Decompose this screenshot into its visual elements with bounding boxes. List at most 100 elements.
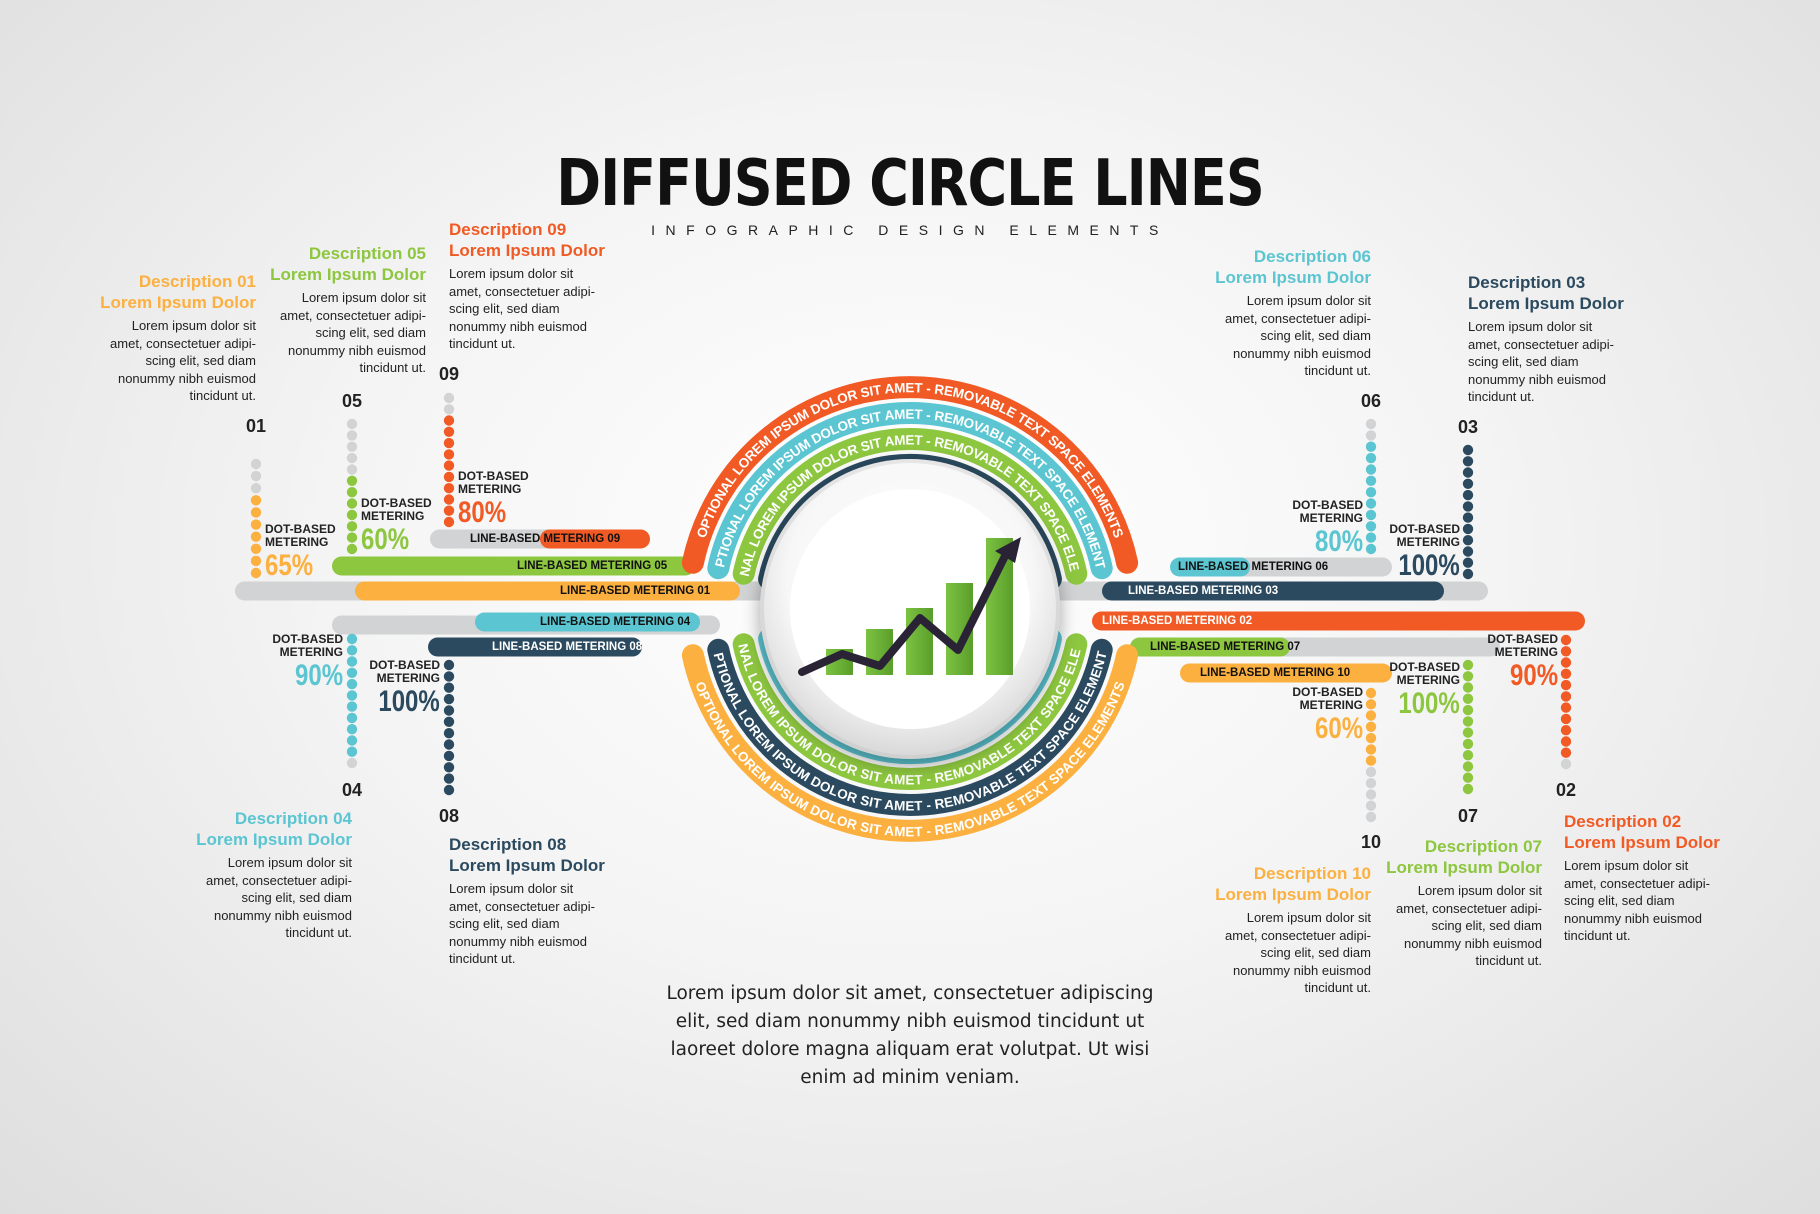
dot-10 <box>1365 766 1377 778</box>
dot-08 <box>443 682 455 693</box>
dot-07 <box>1462 716 1474 727</box>
dot-06 <box>1365 498 1377 509</box>
dot-02 <box>1560 657 1572 668</box>
dot-08 <box>443 773 455 784</box>
dot-03 <box>1462 478 1474 489</box>
dot-04 <box>346 690 358 701</box>
description-body: Lorem ipsum dolor sit amet, consectetuer… <box>280 290 426 375</box>
dot-10 <box>1365 732 1377 744</box>
dot-03 <box>1462 512 1474 523</box>
dot-03 <box>1462 546 1474 557</box>
description-subheading: Lorem Ipsum Dolor <box>270 265 426 284</box>
number-04: 04 <box>341 780 363 800</box>
dot-01 <box>250 458 262 470</box>
dot-07 <box>1462 772 1474 783</box>
line-metering-label-10: LINE-BASED METERING 10 <box>1200 667 1351 679</box>
dot-01 <box>250 495 262 506</box>
dot-05 <box>346 475 358 486</box>
line-metering-label-09: LINE-BASED METERING 09 <box>470 533 621 545</box>
dot-metering-label-05: DOT-BASED METERING <box>361 496 432 523</box>
description-heading: Description 10 <box>1253 864 1371 883</box>
arc-07 <box>732 633 1088 790</box>
dot-04 <box>346 678 358 690</box>
description-body: Lorem ipsum dolor sit amet, consectetuer… <box>1225 910 1371 995</box>
dot-01 <box>250 543 262 554</box>
line-meter-02 <box>1092 611 1585 631</box>
dot-02 <box>1560 725 1572 736</box>
description-subheading: Lorem Ipsum Dolor <box>1468 294 1624 313</box>
dot-01 <box>250 507 262 518</box>
dot-09 <box>443 516 455 528</box>
dot-metering-label-01: DOT-BASED METERING <box>265 522 336 549</box>
dot-06 <box>1365 509 1377 521</box>
dot-10 <box>1365 811 1377 823</box>
dot-08 <box>443 705 455 716</box>
dot-04 <box>346 656 358 667</box>
dot-10 <box>1365 710 1377 721</box>
dot-06 <box>1365 452 1377 464</box>
line-metering-label-05: LINE-BASED METERING 05 <box>517 560 668 572</box>
description-body: Lorem ipsum dolor sit amet, consectetuer… <box>1564 858 1710 943</box>
description-subheading: Lorem Ipsum Dolor <box>449 241 605 260</box>
description-body: Lorem ipsum dolor sit amet, consectetuer… <box>449 266 595 351</box>
dot-02 <box>1560 747 1572 758</box>
dot-05 <box>346 487 358 498</box>
dot-03 <box>1462 568 1474 580</box>
dot-09 <box>443 392 455 404</box>
dot-07 <box>1462 761 1474 772</box>
page-subtitle: INFOGRAPHIC DESIGN ELEMENTS <box>651 222 1169 238</box>
dot-10 <box>1365 800 1377 811</box>
dot-03 <box>1462 456 1474 467</box>
dot-02 <box>1560 691 1572 702</box>
description-heading: Description 03 <box>1468 273 1586 292</box>
number-08: 08 <box>438 806 460 826</box>
number-09: 09 <box>438 364 460 384</box>
dot-02 <box>1560 679 1572 691</box>
percent-04: 90% <box>294 659 343 692</box>
dot-04 <box>346 712 358 724</box>
description-heading: Description 01 <box>138 272 256 291</box>
dot-meters <box>250 392 1572 823</box>
percent-10: 60% <box>1314 712 1363 745</box>
footer-paragraph: Lorem ipsum dolor sit amet, consectetuer… <box>666 983 1154 1088</box>
description-subheading: Lorem Ipsum Dolor <box>196 830 352 849</box>
dot-07 <box>1462 693 1474 704</box>
description-body: Lorem ipsum dolor sit amet, consectetuer… <box>1396 883 1542 968</box>
line-meter-04 <box>475 612 700 632</box>
dot-metering-label-06: DOT-BASED METERING <box>1292 498 1363 525</box>
line-metering-label-07: LINE-BASED METERING 07 <box>1150 641 1301 653</box>
dot-05 <box>346 498 358 509</box>
dot-04 <box>346 701 358 712</box>
dot-09 <box>443 449 455 460</box>
description-heading: Description 04 <box>234 809 352 828</box>
dot-02 <box>1560 758 1572 770</box>
dot-06 <box>1365 532 1377 543</box>
percent-02: 90% <box>1509 659 1558 692</box>
number-01: 01 <box>245 416 267 436</box>
dot-06 <box>1365 430 1377 441</box>
dot-metering-label-03: DOT-BASED METERING <box>1389 522 1460 549</box>
dot-03 <box>1462 557 1474 568</box>
dot-metering-label-07: DOT-BASED METERING <box>1389 660 1460 687</box>
dot-04 <box>346 645 358 656</box>
dot-10 <box>1365 699 1377 710</box>
percent-01: 65% <box>265 549 314 582</box>
dot-06 <box>1365 475 1377 486</box>
dot-09 <box>443 415 455 426</box>
dot-06 <box>1365 543 1377 555</box>
dot-01 <box>250 519 262 530</box>
dot-06 <box>1365 418 1377 430</box>
dot-08 <box>443 659 455 671</box>
dot-metering-label-04: DOT-BASED METERING <box>272 632 343 659</box>
line-meter-09 <box>540 529 650 549</box>
dot-02 <box>1560 713 1572 725</box>
description-heading: Description 08 <box>449 835 567 854</box>
dot-06 <box>1365 487 1377 498</box>
description-subheading: Lorem Ipsum Dolor <box>100 293 256 312</box>
dot-03 <box>1462 444 1474 456</box>
